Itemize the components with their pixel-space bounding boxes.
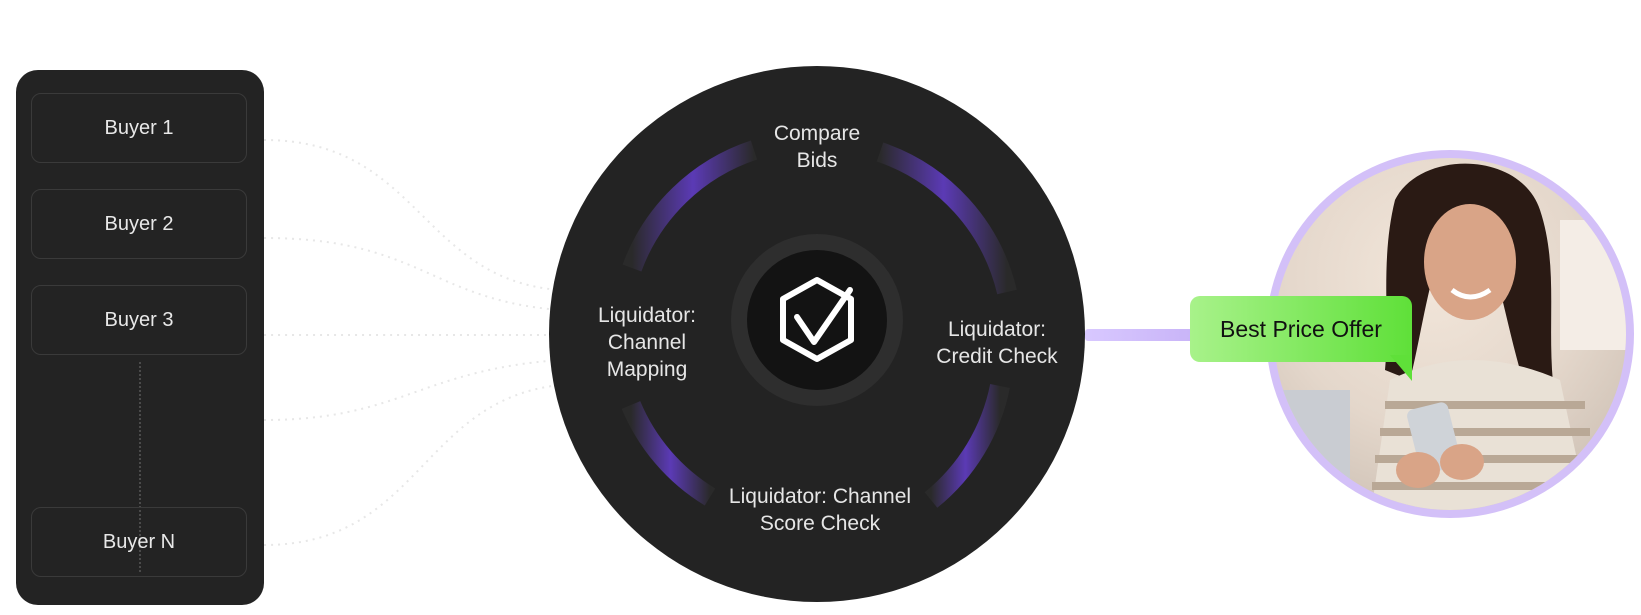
step-credit-check: Liquidator: Credit Check (936, 318, 1058, 368)
check-badge-icon (780, 277, 854, 362)
buyer-n-box: Buyer N (31, 507, 247, 577)
buyer-1-label: Buyer 1 (104, 116, 174, 139)
buyer-2-box: Buyer 2 (31, 189, 247, 259)
best-price-offer-bubble: Best Price Offer (1190, 296, 1412, 362)
step-compare-bids: Compare Bids (773, 122, 861, 172)
hub-center-disc (747, 250, 887, 390)
buyer-2-label: Buyer 2 (104, 212, 174, 235)
buyer-n-label: Buyer N (102, 530, 176, 553)
step-channel-mapping: Liquidator: Channel Mapping (597, 304, 697, 381)
arc-top-left (622, 140, 758, 272)
buyer-panel: Buyer 1 Buyer 2 Buyer 3 Buyer N (16, 70, 264, 605)
best-price-offer-label: Best Price Offer (1220, 315, 1382, 342)
arc-bottom-right (924, 383, 1010, 508)
buyer-list-dotted-connector (139, 362, 141, 572)
buyer-3-label: Buyer 3 (104, 308, 174, 331)
arc-bottom-left (621, 401, 716, 506)
step-score-check: Liquidator: Channel Score Check (728, 485, 912, 535)
buyer-1-box: Buyer 1 (31, 93, 247, 163)
hub-progress-arcs (621, 140, 1017, 508)
offer-link-line (1085, 329, 1205, 341)
arc-top-right (876, 142, 1017, 295)
buyer-hub-connectors (263, 139, 561, 546)
bubble-tail (1390, 355, 1412, 381)
buyer-3-box: Buyer 3 (31, 285, 247, 355)
